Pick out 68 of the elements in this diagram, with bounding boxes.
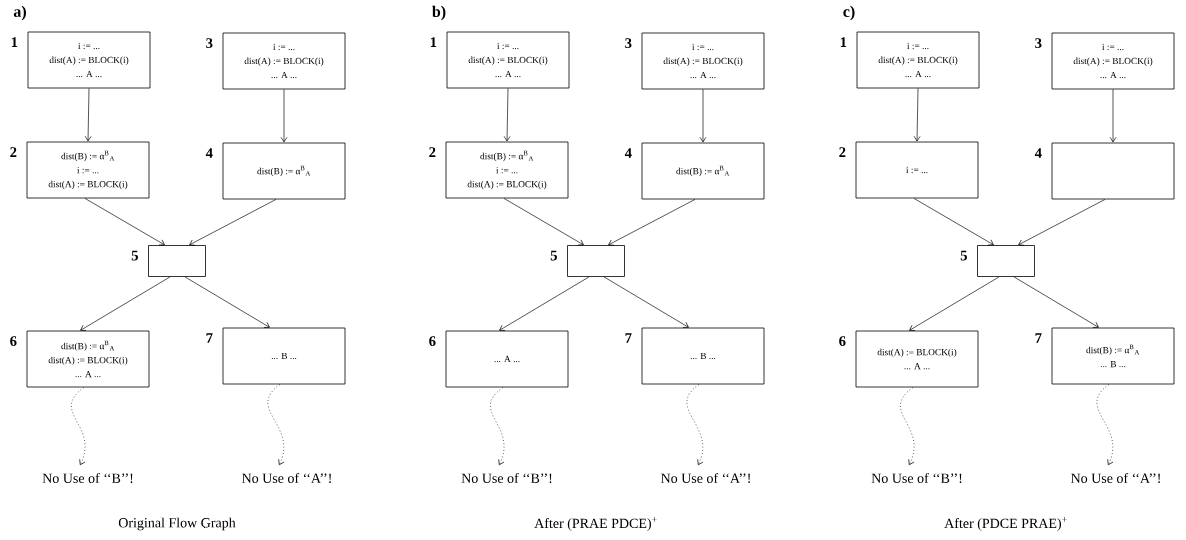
note-text: No Use of ‘‘A’’!	[661, 473, 750, 483]
block-number: 6	[10, 336, 17, 347]
block-number: 4	[624, 148, 632, 158]
arrow	[490, 387, 505, 466]
block-number: 1	[11, 37, 18, 47]
arrow	[1018, 199, 1106, 246]
note-text: No Use of ‘‘A’’!	[1071, 473, 1160, 483]
arrow	[280, 89, 288, 143]
block-number: 5	[960, 250, 967, 261]
arrow	[1013, 276, 1099, 328]
arrow	[686, 384, 704, 466]
block-number: 4	[1034, 148, 1042, 158]
block-number: 1	[430, 37, 437, 47]
panel-label: c)	[843, 5, 855, 21]
panel-caption: Original Flow Graph	[118, 517, 236, 531]
arrow	[80, 276, 171, 331]
note-text: No Use of ‘‘B’’!	[461, 473, 552, 483]
code-block-box: ... B ...	[641, 327, 765, 385]
arrow	[1109, 89, 1117, 143]
code-block-box: ... B ...	[222, 327, 346, 385]
arrow	[71, 387, 86, 466]
arrow	[900, 387, 915, 466]
code-block-box: i := ... dist(A) := BLOCK(i) ... A ...	[222, 32, 346, 90]
block-number: 2	[429, 147, 436, 157]
code-block-box: ... A ...	[445, 330, 569, 388]
block-number: 7	[1035, 333, 1042, 343]
arrow	[503, 198, 584, 246]
block-number: 6	[429, 336, 436, 347]
block-number: 3	[1035, 38, 1042, 49]
arrow	[184, 276, 270, 328]
note-text: No Use of ‘‘A’’!	[242, 473, 331, 483]
block-number: 5	[131, 250, 138, 261]
code-block-box: i := ... dist(A) := BLOCK(i) ... A ...	[1051, 32, 1175, 90]
block-number: 4	[205, 148, 213, 158]
arrow	[267, 384, 285, 466]
arrow	[913, 88, 921, 142]
code-block-box: dist(A) := BLOCK(i) ... A ...	[855, 330, 979, 388]
panel-caption: After (PRAE PDCE)$^{+}$	[534, 517, 657, 531]
arrow	[499, 276, 590, 331]
arrow	[1096, 384, 1114, 466]
arrow	[84, 198, 165, 246]
code-block-box: i := ... dist(A) := BLOCK(i) ... A ...	[27, 31, 151, 89]
code-block-box: i := ...	[855, 141, 979, 199]
arrow	[909, 276, 1000, 331]
arrow	[189, 199, 277, 246]
code-block-box: i := ... dist(A) := BLOCK(i) ... A ...	[856, 31, 980, 89]
arrow	[699, 89, 707, 143]
block-number: 7	[206, 333, 213, 343]
arrow	[503, 88, 511, 142]
arrow	[608, 199, 696, 246]
panel-label: a)	[13, 5, 26, 21]
block-number: 3	[625, 38, 632, 49]
block-number: 3	[206, 38, 213, 49]
block-number: 5	[550, 250, 557, 261]
note-text: No Use of ‘‘B’’!	[42, 473, 133, 483]
code-block-box: i := ... dist(A) := BLOCK(i) ... A ...	[641, 32, 765, 90]
arrow	[84, 88, 92, 142]
panel-caption: After (PDCE PRAE)$^{+}$	[944, 517, 1067, 531]
arrow	[603, 276, 689, 328]
block-number: 2	[10, 147, 17, 157]
note-text: No Use of ‘‘B’’!	[871, 473, 962, 483]
panel-label: b)	[432, 5, 446, 21]
block-number: 2	[839, 147, 846, 157]
arrow	[913, 198, 994, 246]
code-block-box: i := ... dist(A) := BLOCK(i) ... A ...	[446, 31, 570, 89]
block-number: 1	[840, 37, 847, 47]
block-number: 6	[839, 336, 846, 347]
block-number: 7	[625, 333, 632, 343]
